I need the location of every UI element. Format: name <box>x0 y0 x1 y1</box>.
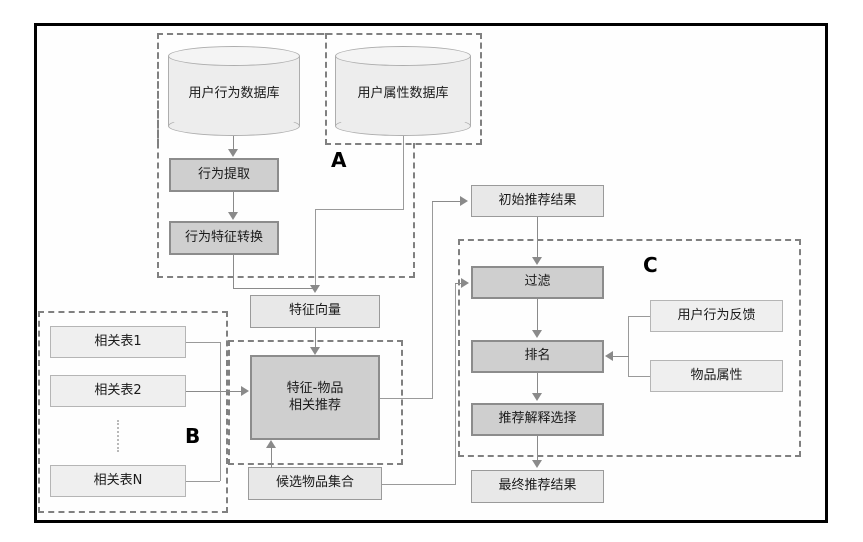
edge-ranking-to-explanation <box>537 373 538 393</box>
group-c-label: C <box>643 253 658 277</box>
user-attribute-db: 用户属性数据库 <box>335 46 471 136</box>
edge-recommend-to-initial <box>432 201 460 202</box>
group-b-label: B <box>185 424 201 448</box>
group-b-boundary <box>38 311 228 513</box>
node-related-table-2[interactable]: 相关表2 <box>50 375 186 407</box>
edge-rtn-out <box>186 481 220 482</box>
edge-feedback-to-ranking <box>613 356 629 357</box>
edge-db2-to-featurevector <box>315 209 316 285</box>
node-item-attribute[interactable]: 物品属性 <box>650 360 783 392</box>
cylinder-bottom <box>168 116 300 136</box>
node-ranking[interactable]: 排名 <box>471 340 604 373</box>
cylinder-bottom <box>335 116 471 136</box>
node-candidate-item-set[interactable]: 候选物品集合 <box>248 467 382 500</box>
edge-initial-to-filter <box>537 217 538 257</box>
edge-candidate-up <box>455 283 456 485</box>
user-attribute-db-label: 用户属性数据库 <box>357 85 449 101</box>
arrowhead-b-to-recommend <box>241 386 249 396</box>
cylinder-body <box>168 56 300 126</box>
edge-db1-to-extraction <box>233 136 234 150</box>
edge-filter-to-ranking <box>537 299 538 330</box>
edge-db2-left <box>315 209 404 210</box>
group-a-label: A <box>331 148 347 172</box>
node-behavior-extraction[interactable]: 行为提取 <box>169 158 279 192</box>
feature-item-recommend-line2: 相关推荐 <box>288 397 341 413</box>
edge-candidate-right <box>382 484 455 485</box>
node-final-recommend-result[interactable]: 最终推荐结果 <box>471 470 604 503</box>
arrowhead-extraction-to-transform <box>228 212 238 220</box>
edge-candidate-to-recommend <box>271 448 272 468</box>
group-a-boundary-top <box>157 33 482 145</box>
arrowhead-recommend-to-initial <box>460 196 468 206</box>
arrowhead-db2-to-featurevector <box>310 285 320 293</box>
edge-rt1-out <box>186 342 220 343</box>
node-recommend-explanation-selection[interactable]: 推荐解释选择 <box>471 403 604 436</box>
edge-candidate-to-filter <box>455 283 461 284</box>
arrowhead-db1-to-extraction <box>228 149 238 157</box>
user-behavior-db-label: 用户行为数据库 <box>188 85 280 101</box>
edge-db2-down <box>403 136 404 209</box>
feature-item-recommend-line1: 特征-物品 <box>286 381 344 397</box>
group-c-boundary <box>458 239 801 457</box>
user-behavior-db: 用户行为数据库 <box>168 46 300 136</box>
node-related-table-n[interactable]: 相关表N <box>50 465 186 497</box>
node-behavior-feature-transform[interactable]: 行为特征转换 <box>169 221 279 255</box>
node-feature-vector[interactable]: 特征向量 <box>250 295 380 328</box>
arrowhead-candidate-to-recommend <box>266 440 276 448</box>
node-feature-item-recommend[interactable]: 特征-物品 相关推荐 <box>250 355 380 440</box>
arrowhead-featurevector-to-recommend <box>310 347 320 355</box>
edge-recommend-right <box>380 398 432 399</box>
edge-transform-to-featurevector-h <box>233 288 315 289</box>
arrowhead-feedback-to-ranking <box>605 351 613 361</box>
edge-recommend-up <box>432 201 433 399</box>
edge-featurevector-to-recommend <box>315 328 316 347</box>
edge-itemattr-out <box>628 376 650 377</box>
arrowhead-candidate-to-filter <box>461 278 469 288</box>
edge-b-bus-to-recommend <box>186 391 241 392</box>
cylinder-top <box>335 46 471 66</box>
node-filter[interactable]: 过滤 <box>471 266 604 299</box>
arrowhead-explanation-to-final <box>532 460 542 468</box>
cylinder-body <box>335 56 471 126</box>
related-table-ellipsis <box>117 420 121 452</box>
edge-feedback-out <box>628 316 650 317</box>
arrowhead-initial-to-filter <box>532 257 542 265</box>
node-initial-recommend-result[interactable]: 初始推荐结果 <box>471 185 604 217</box>
node-user-behavior-feedback[interactable]: 用户行为反馈 <box>650 300 783 332</box>
edge-explanation-to-final <box>537 436 538 460</box>
edge-transform-to-featurevector <box>233 255 234 288</box>
edge-b-bus <box>220 342 221 481</box>
edge-feedback-bus <box>628 316 629 376</box>
cylinder-top <box>168 46 300 66</box>
arrowhead-ranking-to-explanation <box>532 393 542 401</box>
node-related-table-1[interactable]: 相关表1 <box>50 326 186 358</box>
edge-extraction-to-transform <box>233 192 234 212</box>
arrowhead-filter-to-ranking <box>532 330 542 338</box>
